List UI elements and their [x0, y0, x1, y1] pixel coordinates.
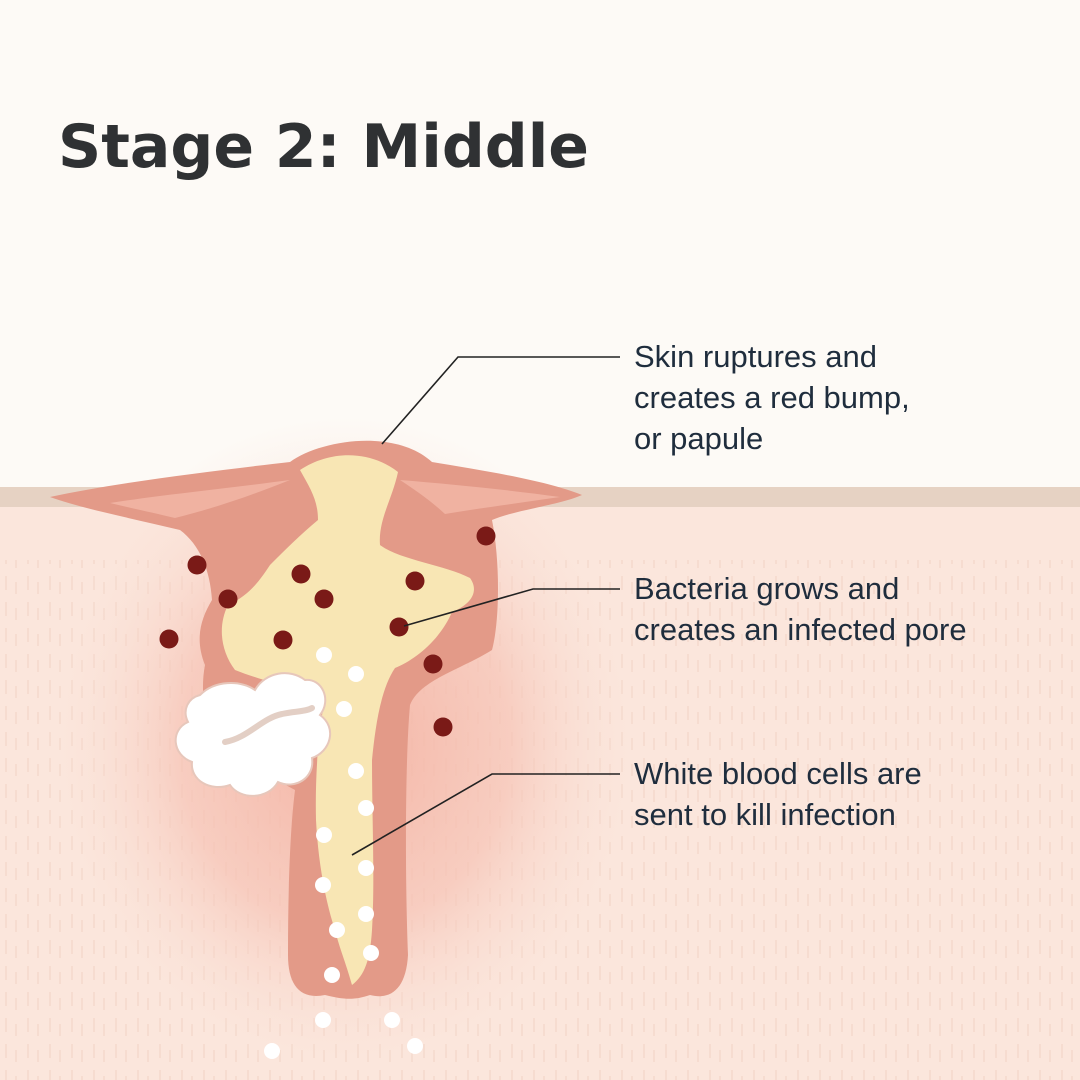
papule-highlight-left: [110, 480, 290, 518]
bacteria-group: [159, 526, 496, 737]
white-blood-cell-dot: [315, 1012, 331, 1028]
leader-line-white-blood-cells: [351, 773, 620, 856]
leader-line-skin-ruptures: [381, 356, 620, 445]
label-line: sent to kill infection: [634, 797, 896, 832]
label-line: White blood cells are: [634, 756, 922, 791]
label-line: Bacteria grows and: [634, 571, 900, 606]
bacterium-dot: [423, 654, 443, 674]
bacterium-dot: [218, 589, 238, 609]
white-blood-cell-dot: [336, 701, 352, 717]
white-blood-cell-cluster: [174, 672, 331, 797]
white-blood-cell-dot: [358, 906, 374, 922]
bacterium-dot: [291, 564, 311, 584]
white-blood-cell-dot: [348, 763, 364, 779]
white-blood-cell-dot: [363, 945, 379, 961]
white-blood-cell-dot: [358, 800, 374, 816]
white-blood-cells-group: [264, 647, 423, 1059]
label-bacteria-grows: Bacteria grows and creates an infected p…: [634, 568, 967, 650]
label-line: creates a red bump,: [634, 380, 910, 415]
papule-highlight-right: [400, 480, 560, 514]
cell-cluster-strand: [222, 705, 315, 745]
bacterium-dot: [187, 555, 207, 575]
bacterium-dot: [433, 717, 453, 737]
white-blood-cell-dot: [264, 1043, 280, 1059]
white-blood-cell-dot: [316, 827, 332, 843]
white-blood-cell-dot: [329, 922, 345, 938]
bacterium-dot: [389, 617, 409, 637]
bacterium-dot: [159, 629, 179, 649]
label-line: Skin ruptures and: [634, 339, 877, 374]
label-line: or papule: [634, 421, 764, 456]
white-blood-cell-dot: [348, 666, 364, 682]
bacterium-dot: [314, 589, 334, 609]
white-blood-cell-dot: [324, 967, 340, 983]
label-white-blood-cells: White blood cells are sent to kill infec…: [634, 753, 922, 835]
leader-line-bacteria: [403, 588, 620, 627]
bacterium-dot: [405, 571, 425, 591]
page-title: Stage 2: Middle: [58, 112, 589, 182]
bacterium-dot: [273, 630, 293, 650]
white-blood-cell-dot: [384, 1012, 400, 1028]
white-blood-cell-dot: [358, 860, 374, 876]
white-blood-cell-dot: [407, 1038, 423, 1054]
label-skin-ruptures: Skin ruptures and creates a red bump, or…: [634, 336, 910, 459]
white-blood-cell-dot: [316, 647, 332, 663]
label-line: creates an infected pore: [634, 612, 967, 647]
white-blood-cell-dot: [315, 877, 331, 893]
bacterium-dot: [476, 526, 496, 546]
